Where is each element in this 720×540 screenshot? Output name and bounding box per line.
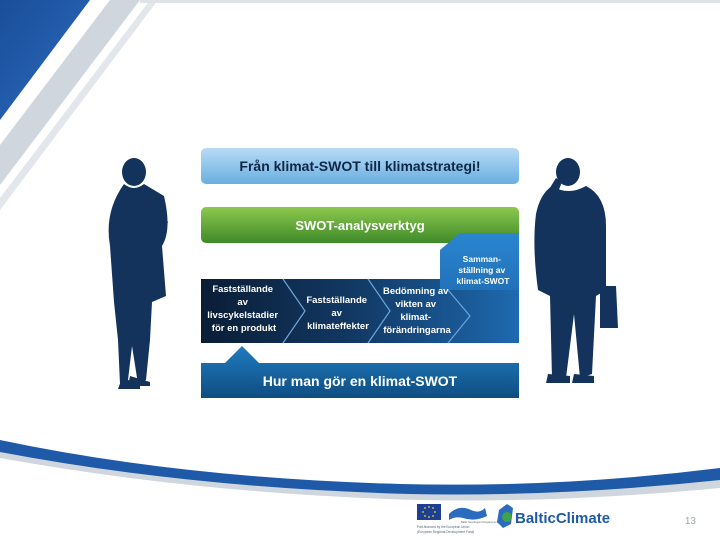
green-banner-shape xyxy=(201,207,519,243)
businessman-silhouette xyxy=(534,158,618,383)
chevron-separator-2 xyxy=(367,278,391,344)
bottom-banner-text: Hur man gör en klimat-SWOT xyxy=(263,373,458,389)
corner-band-outer xyxy=(0,0,90,120)
top-banner-shape xyxy=(201,148,519,184)
baltic-climate-logo-text: BalticClimate xyxy=(515,510,610,527)
baltic-sea-region-label: Baltic Sea Region Programme 2007-2013 xyxy=(461,520,510,524)
step-3-text: Bedömning av vikten av klimat- förändrin… xyxy=(383,286,452,336)
eu-caption-line-2: (European Regional Development Fund) xyxy=(417,530,474,534)
chevron-separator-1 xyxy=(282,278,306,344)
green-banner-text: SWOT-analysverktyg xyxy=(295,218,424,233)
step-2-line-3: klimateffekter xyxy=(307,321,369,332)
step-3-line-4: förändringarna xyxy=(383,325,451,336)
bottom-curve-inner xyxy=(0,458,720,540)
corner-band-inner xyxy=(0,0,140,185)
step-4-line-2: ställning av xyxy=(458,265,505,275)
step-4-line-1: Samman- xyxy=(463,254,501,264)
step-2-text: Fastställande av klimateffekter xyxy=(306,295,369,332)
bottom-banner-shape xyxy=(201,346,519,398)
step-4-text: Samman- ställning av klimat-SWOT xyxy=(457,254,511,286)
baltic-sea-region-icon xyxy=(449,507,487,520)
step-1-line-2: av xyxy=(237,297,248,308)
step-3-line-2: vikten av xyxy=(395,299,436,310)
step-1-text: Fastställande av livscykelstadier för en… xyxy=(207,284,280,334)
step-1-line-4: för en produkt xyxy=(212,323,277,334)
baltic-climate-logo-dot xyxy=(502,512,512,522)
step-2-line-2: av xyxy=(331,308,342,319)
footer-logos: Baltic Sea Region Programme 2007-2013 Pa… xyxy=(417,504,610,534)
step-3-line-3: klimat- xyxy=(400,312,431,323)
corner-band-thin xyxy=(0,0,158,210)
step-1-line-1: Fastställande xyxy=(212,284,273,295)
step-4-line-3: klimat-SWOT xyxy=(457,276,511,286)
top-edge-stripe xyxy=(140,0,720,3)
slide-number: 13 xyxy=(684,516,696,527)
eu-caption-line-1: Part-financed by the European Union xyxy=(417,525,470,529)
step-3-line-1: Bedömning av xyxy=(383,286,449,297)
chevron-separator-3 xyxy=(447,289,471,344)
step-2-line-1: Fastställande xyxy=(306,295,367,306)
businesswoman-silhouette xyxy=(108,158,168,389)
step-1-line-3: livscykelstadier xyxy=(207,310,278,321)
eu-flag-icon xyxy=(417,504,441,520)
top-banner-text: Från klimat-SWOT till klimatstrategi! xyxy=(239,158,480,174)
steps-band-shape xyxy=(201,279,519,343)
